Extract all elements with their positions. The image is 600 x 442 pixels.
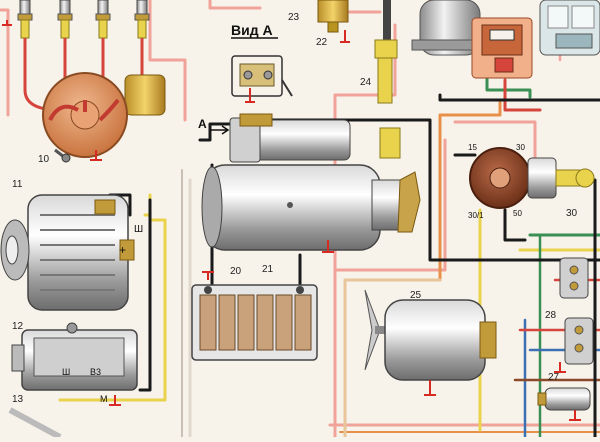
- callout-23: 23: [288, 12, 300, 23]
- connector-block-upper: [559, 257, 589, 299]
- alternator-terminal-w: Ш: [134, 224, 143, 235]
- regulator-terminal-w: Ш: [62, 367, 70, 377]
- ground-strap: [8, 407, 62, 440]
- switch-terminal-15: 15: [468, 143, 477, 152]
- regulator-terminal-m: М: [100, 394, 108, 404]
- alternator: [0, 194, 135, 311]
- voltage-regulator: [11, 322, 138, 391]
- arrow-a-label: А: [198, 117, 207, 131]
- switch-terminal-30-1: 30/1: [468, 211, 484, 220]
- ignition-switch: [469, 147, 595, 209]
- callout-13: 13: [12, 394, 24, 405]
- switch-terminal-30: 30: [516, 143, 525, 152]
- alternator-terminal-plus: +: [119, 243, 126, 257]
- instrument-panel: [539, 0, 600, 56]
- callout-25: 25: [410, 290, 422, 301]
- oil-pressure-sensor: [317, 0, 350, 43]
- arrow-a: [210, 125, 230, 135]
- starter-motor: [201, 113, 421, 253]
- switch-terminal-50: 50: [513, 209, 522, 218]
- component-27: [537, 387, 591, 421]
- view-a-relay: [231, 55, 293, 103]
- battery: [191, 271, 318, 361]
- connector-block-28: [554, 317, 594, 373]
- view-a-label: Вид А: [231, 22, 273, 38]
- regulator-ground: [109, 395, 121, 406]
- callout-30: 30: [566, 208, 578, 219]
- callout-24: 24: [360, 77, 372, 88]
- callout-27: 27: [548, 372, 560, 383]
- callout-12: 12: [12, 321, 24, 332]
- relay-module: [471, 17, 533, 79]
- heater-motor: [364, 289, 497, 396]
- callout-11: 11: [12, 179, 23, 190]
- regulator-terminal-b3: В3: [90, 367, 101, 377]
- callout-21: 21: [262, 264, 274, 275]
- ground-symbol: [2, 20, 102, 161]
- ignition-distributor: [42, 72, 166, 163]
- callout-10: 10: [38, 154, 50, 165]
- callout-22: 22: [316, 37, 328, 48]
- headlight-switch-lever: [374, 0, 398, 104]
- callout-28: 28: [545, 310, 557, 321]
- callout-20: 20: [230, 266, 242, 277]
